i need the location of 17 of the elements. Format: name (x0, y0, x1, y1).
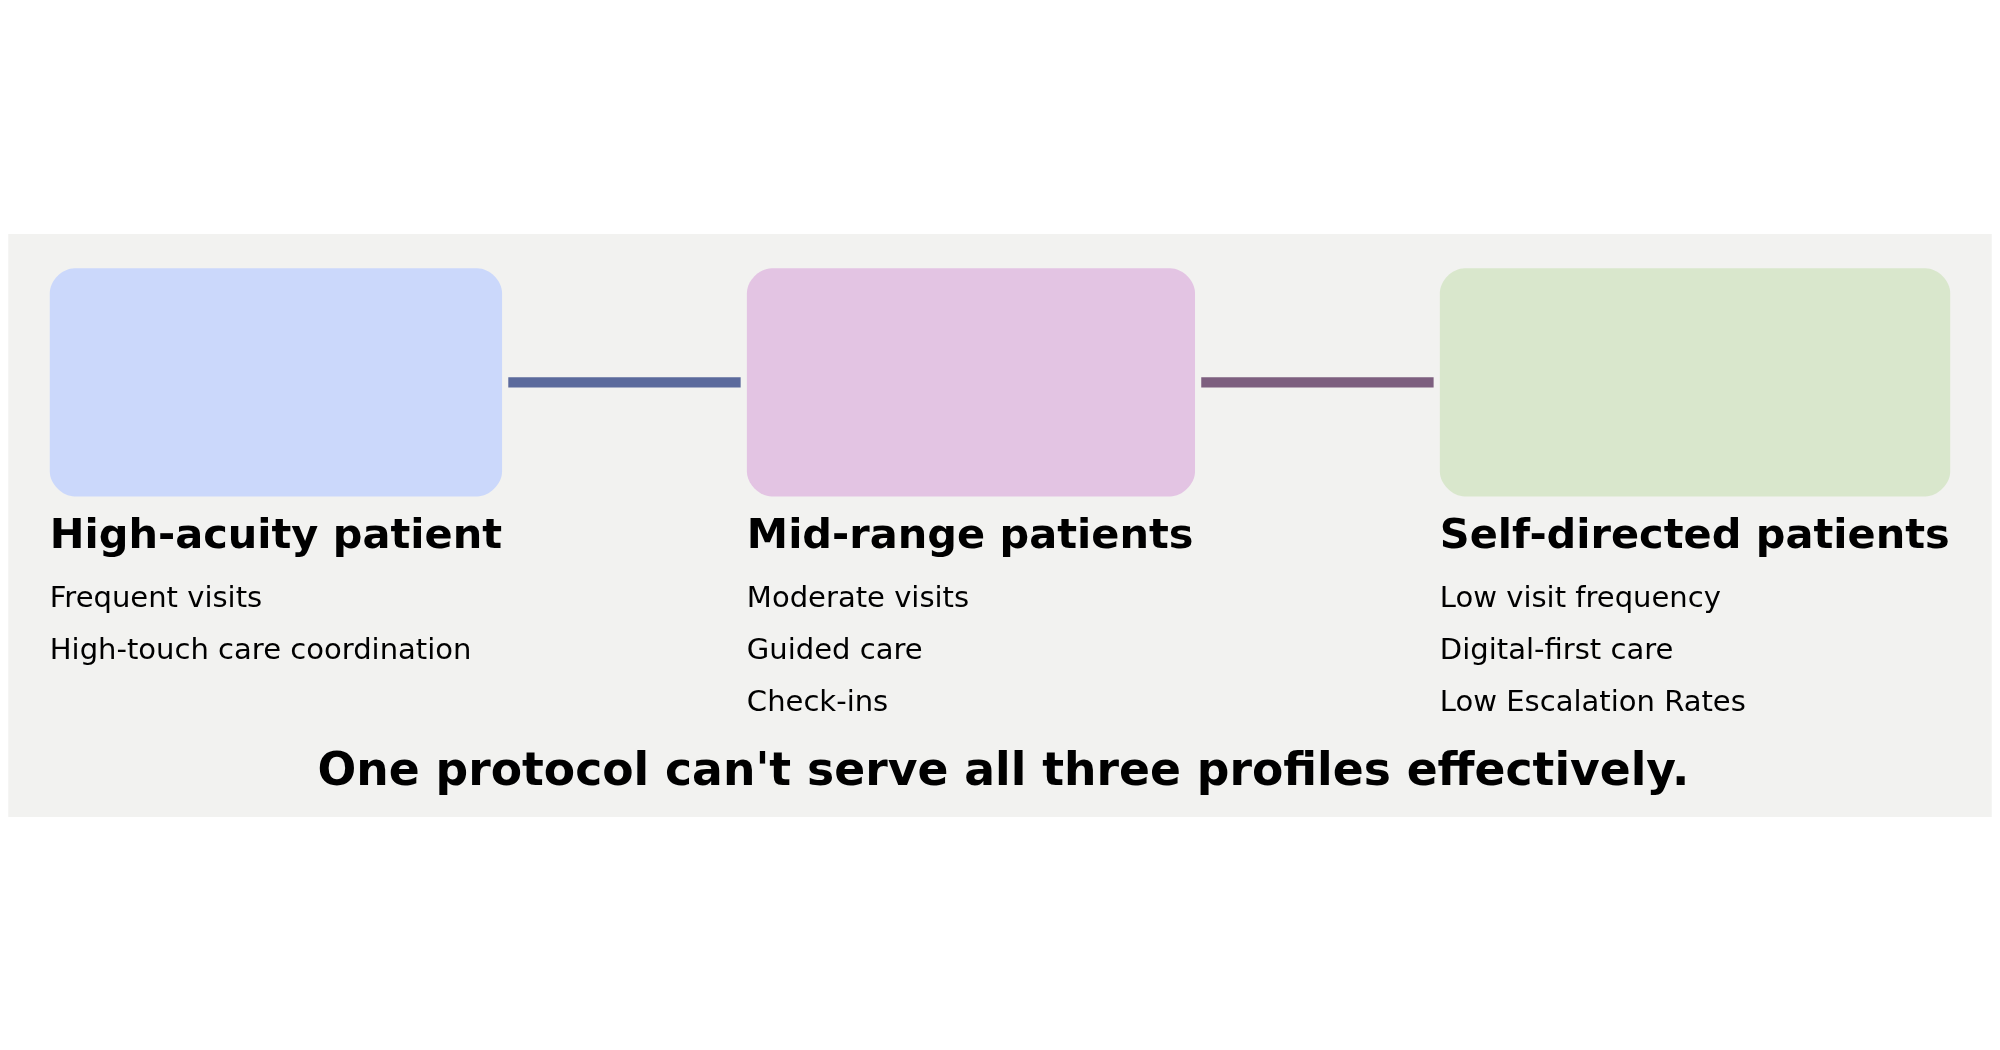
node-label: Low Escalation Rates (1439, 683, 1746, 718)
node-label: Self-directed patients (1439, 508, 1950, 558)
node-label: High-acuity patient (49, 508, 503, 558)
node-label: Check-ins (746, 683, 889, 718)
connector (508, 376, 741, 388)
node-box (49, 267, 503, 496)
node-label: High-touch care coordination (49, 631, 472, 666)
node-box (746, 267, 1195, 496)
node-box (1439, 267, 1951, 496)
node-label: Guided care (746, 631, 923, 666)
caption: One protocol can't serve all three profiles effectively. (317, 742, 1690, 796)
node-label: Digital-first care (1439, 631, 1674, 666)
node-label: Moderate visits (746, 579, 970, 614)
node-label: Frequent visits (49, 579, 263, 614)
node-label: Mid-range patients (746, 508, 1194, 558)
node-label: Low visit frequency (1439, 579, 1721, 614)
connector (1201, 376, 1434, 388)
